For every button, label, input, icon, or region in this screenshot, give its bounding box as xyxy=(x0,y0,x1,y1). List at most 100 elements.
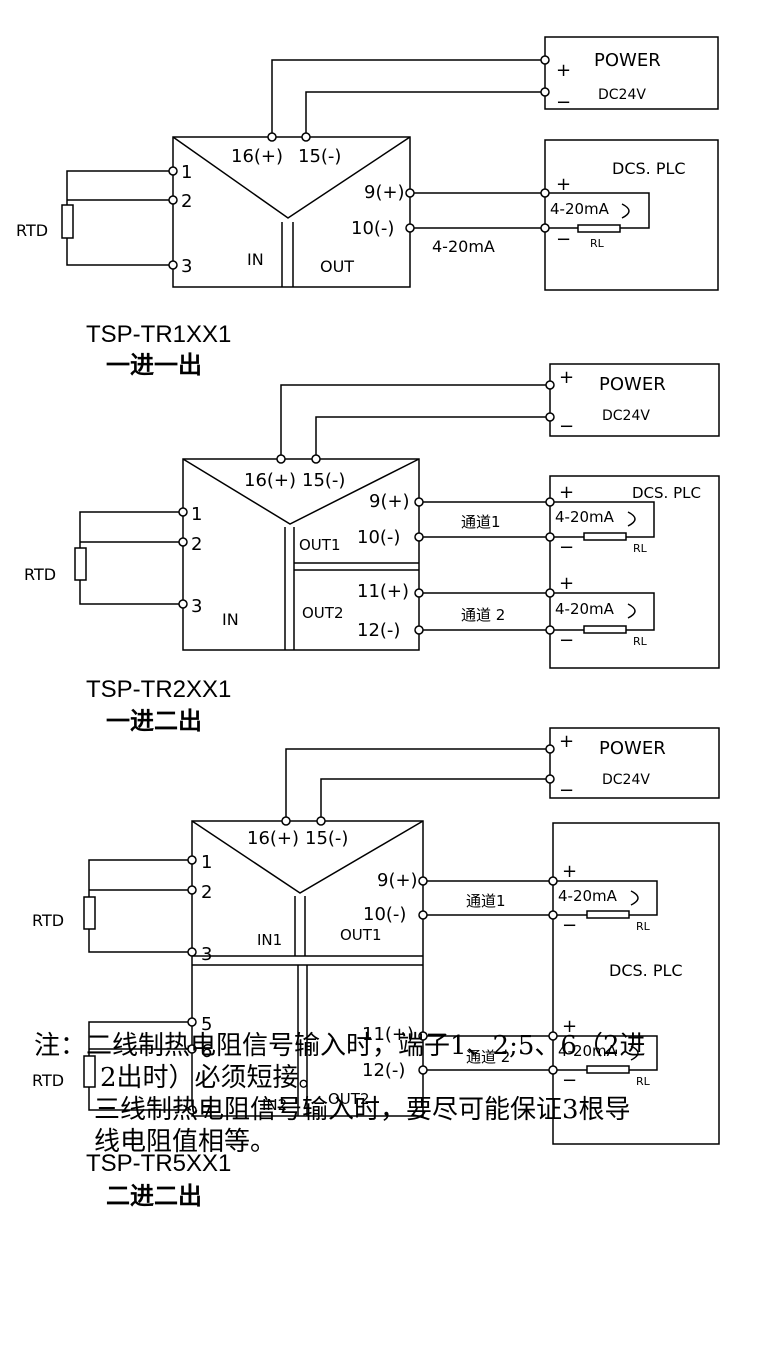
power-box-1 xyxy=(544,36,719,110)
svg-text:+: + xyxy=(559,367,574,388)
svg-text:15(-): 15(-) xyxy=(302,470,345,491)
svg-text:7: 7 xyxy=(201,1102,212,1123)
svg-text:15(-): 15(-) xyxy=(305,828,348,849)
power-label: POWER xyxy=(594,50,661,71)
model-name-2: TSP-TR2XX1 xyxy=(86,676,231,703)
svg-text:POWER: POWER xyxy=(599,374,666,395)
svg-text:4-20mA: 4-20mA xyxy=(558,1042,618,1060)
dcs-box-2 xyxy=(549,475,720,669)
rtd-label: RTD xyxy=(16,221,48,240)
svg-text:2: 2 xyxy=(191,534,202,555)
svg-text:10(-): 10(-) xyxy=(351,218,394,239)
svg-text:1: 1 xyxy=(181,162,192,183)
svg-text:IN1: IN1 xyxy=(257,931,282,949)
svg-text:+: + xyxy=(556,60,571,81)
svg-text:OUT1: OUT1 xyxy=(299,536,341,554)
note-prefix: 注： xyxy=(34,1031,87,1061)
note-line-4: 线电阻值相等。 xyxy=(94,1127,277,1157)
svg-text:9(+): 9(+) xyxy=(377,870,418,891)
svg-text:−: − xyxy=(559,537,574,558)
svg-text:2: 2 xyxy=(181,191,192,212)
svg-text:OUT: OUT xyxy=(320,257,354,276)
svg-text:DCS. PLC: DCS. PLC xyxy=(609,961,683,980)
model-name-3: TSP-TR5XX1 xyxy=(86,1150,231,1177)
svg-text:−: − xyxy=(556,229,571,250)
svg-text:3: 3 xyxy=(191,596,202,617)
svg-text:RL: RL xyxy=(636,1075,651,1088)
power-box-2 xyxy=(549,363,720,437)
svg-text:DC24V: DC24V xyxy=(602,408,650,424)
svg-text:通道1: 通道1 xyxy=(461,513,501,531)
model-desc-1: 一进一出 xyxy=(106,351,202,379)
terminal xyxy=(540,87,550,97)
svg-text:RTD: RTD xyxy=(32,1071,64,1090)
svg-text:11(+): 11(+) xyxy=(357,581,409,602)
module-2 xyxy=(182,458,420,651)
svg-text:3: 3 xyxy=(201,944,212,965)
svg-text:1: 1 xyxy=(191,504,202,525)
diagram-2: POWER DC24V + − 16(+) 15(-) 1 2 3 IN OUT… xyxy=(24,363,720,735)
svg-text:4-20mA: 4-20mA xyxy=(555,600,615,618)
terminal xyxy=(540,55,550,65)
model-desc-2: 一进二出 xyxy=(106,707,202,735)
svg-text:10(-): 10(-) xyxy=(363,904,406,925)
svg-text:RL: RL xyxy=(633,635,648,648)
svg-text:OUT2: OUT2 xyxy=(302,604,344,622)
svg-text:4-20mA: 4-20mA xyxy=(555,508,615,526)
svg-text:通道 2: 通道 2 xyxy=(461,606,505,624)
svg-text:−: − xyxy=(562,915,577,936)
svg-text:通道1: 通道1 xyxy=(466,892,506,910)
svg-text:−: − xyxy=(556,92,571,113)
dc-label: DC24V xyxy=(598,87,646,103)
wire-power-plus xyxy=(271,59,545,133)
note-line-1: 二线制热电阻信号输入时，端子1、2;5、6（2进 xyxy=(86,1031,646,1061)
diagram-1: POWER DC24V + − 16(+) 15(-) 1 2 3 IN OUT… xyxy=(16,36,719,379)
svg-text:3: 3 xyxy=(181,256,192,277)
svg-text:16(+): 16(+) xyxy=(244,470,296,491)
note-line-2: 2出时）必须短接。 xyxy=(100,1063,325,1093)
svg-text:IN: IN xyxy=(222,610,239,629)
svg-text:RTD: RTD xyxy=(32,911,64,930)
dcs-box-3 xyxy=(552,822,720,1145)
svg-text:OUT1: OUT1 xyxy=(340,926,382,944)
rtd-resistor xyxy=(61,204,74,239)
svg-text:9(+): 9(+) xyxy=(364,182,405,203)
svg-text:10(-): 10(-) xyxy=(357,527,400,548)
svg-text:+: + xyxy=(559,573,574,594)
svg-text:RL: RL xyxy=(636,920,651,933)
signal-label: 4-20mA xyxy=(432,237,495,256)
svg-text:RL: RL xyxy=(633,542,648,555)
model-name-1: TSP-TR1XX1 xyxy=(86,321,231,348)
svg-text:+: + xyxy=(559,731,574,752)
svg-text:5: 5 xyxy=(201,1014,212,1035)
model-desc-3: 二进二出 xyxy=(106,1182,202,1210)
module-1 xyxy=(172,136,411,288)
svg-text:RTD: RTD xyxy=(24,565,56,584)
svg-text:15(-): 15(-) xyxy=(298,146,341,167)
module-divider xyxy=(172,136,411,219)
svg-text:+: + xyxy=(562,1016,577,1037)
svg-text:9(+): 9(+) xyxy=(369,491,410,512)
svg-text:RL: RL xyxy=(590,237,605,250)
svg-text:−: − xyxy=(559,630,574,651)
svg-text:OUT2: OUT2 xyxy=(328,1090,370,1108)
power-box-3 xyxy=(549,727,720,799)
dcs-label: DCS. PLC xyxy=(612,159,686,178)
svg-text:−: − xyxy=(562,1070,577,1091)
svg-text:IN2: IN2 xyxy=(262,1096,287,1114)
svg-text:通道 2: 通道 2 xyxy=(466,1048,510,1066)
diagram-3: POWER DC24V + − 16(+) 15(-) 1 2 3 5 6 7 … xyxy=(32,727,720,1210)
svg-text:IN: IN xyxy=(247,250,264,269)
svg-text:−: − xyxy=(559,416,574,437)
svg-text:2: 2 xyxy=(201,882,212,903)
note-block: 注：二线制热电阻信号输入时，端子1、2;5、6（2进 2出时）必须短接。 三线制… xyxy=(34,1030,754,1158)
svg-text:12(-): 12(-) xyxy=(357,620,400,641)
svg-text:+: + xyxy=(556,174,571,195)
svg-text:16(+): 16(+) xyxy=(231,146,283,167)
svg-text:16(+): 16(+) xyxy=(247,828,299,849)
wire-power-minus xyxy=(305,91,545,133)
svg-text:12(-): 12(-) xyxy=(362,1060,405,1081)
svg-text:4-20mA: 4-20mA xyxy=(550,200,610,218)
svg-text:−: − xyxy=(559,780,574,801)
